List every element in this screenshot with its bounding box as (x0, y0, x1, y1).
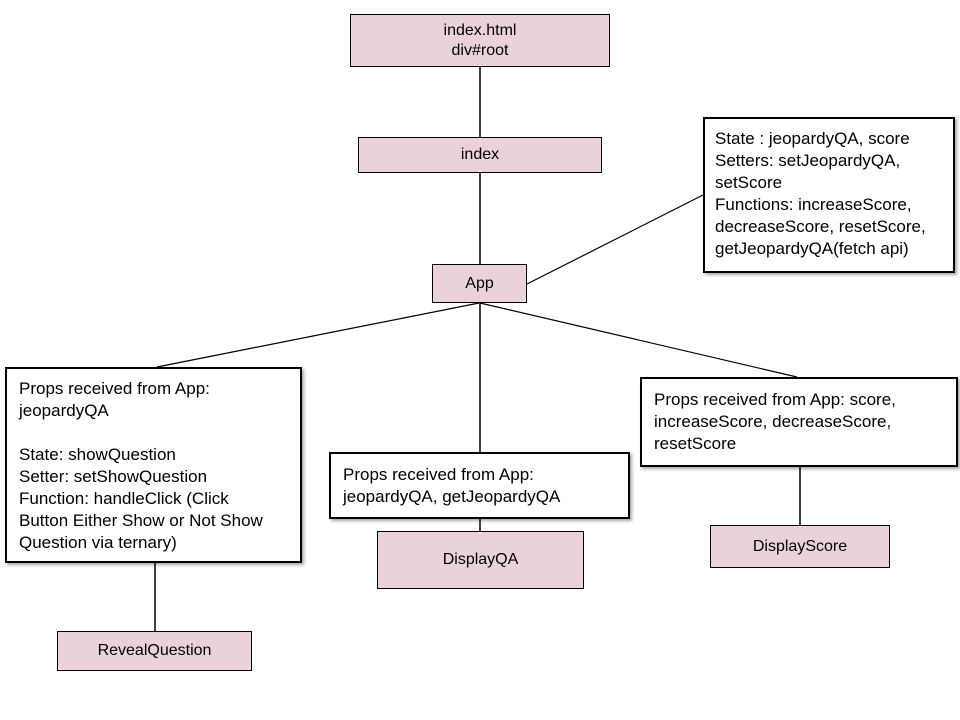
node-displayscore: DisplayScore (710, 525, 890, 568)
connector-app-to-reveal-ann (156, 302, 480, 368)
node-revealquestion: RevealQuestion (57, 631, 252, 671)
node-displayqa: DisplayQA (377, 531, 584, 589)
connector-app-to-score-ann (479, 302, 798, 378)
annotation-revealquestion-props: Props received from App: jeopardyQA Stat… (5, 367, 302, 563)
annotation-displayqa-props: Props received from App: jeopardyQA, get… (329, 452, 630, 519)
node-index: index (358, 137, 602, 173)
node-index-html-root: index.html div#root (350, 14, 610, 67)
connector-app-to-state-ann (526, 194, 704, 285)
annotation-app-state: State : jeopardyQA, score Setters: setJe… (703, 117, 955, 273)
annotation-displayscore-props: Props received from App: score, increase… (640, 377, 958, 467)
node-app: App (432, 264, 527, 303)
